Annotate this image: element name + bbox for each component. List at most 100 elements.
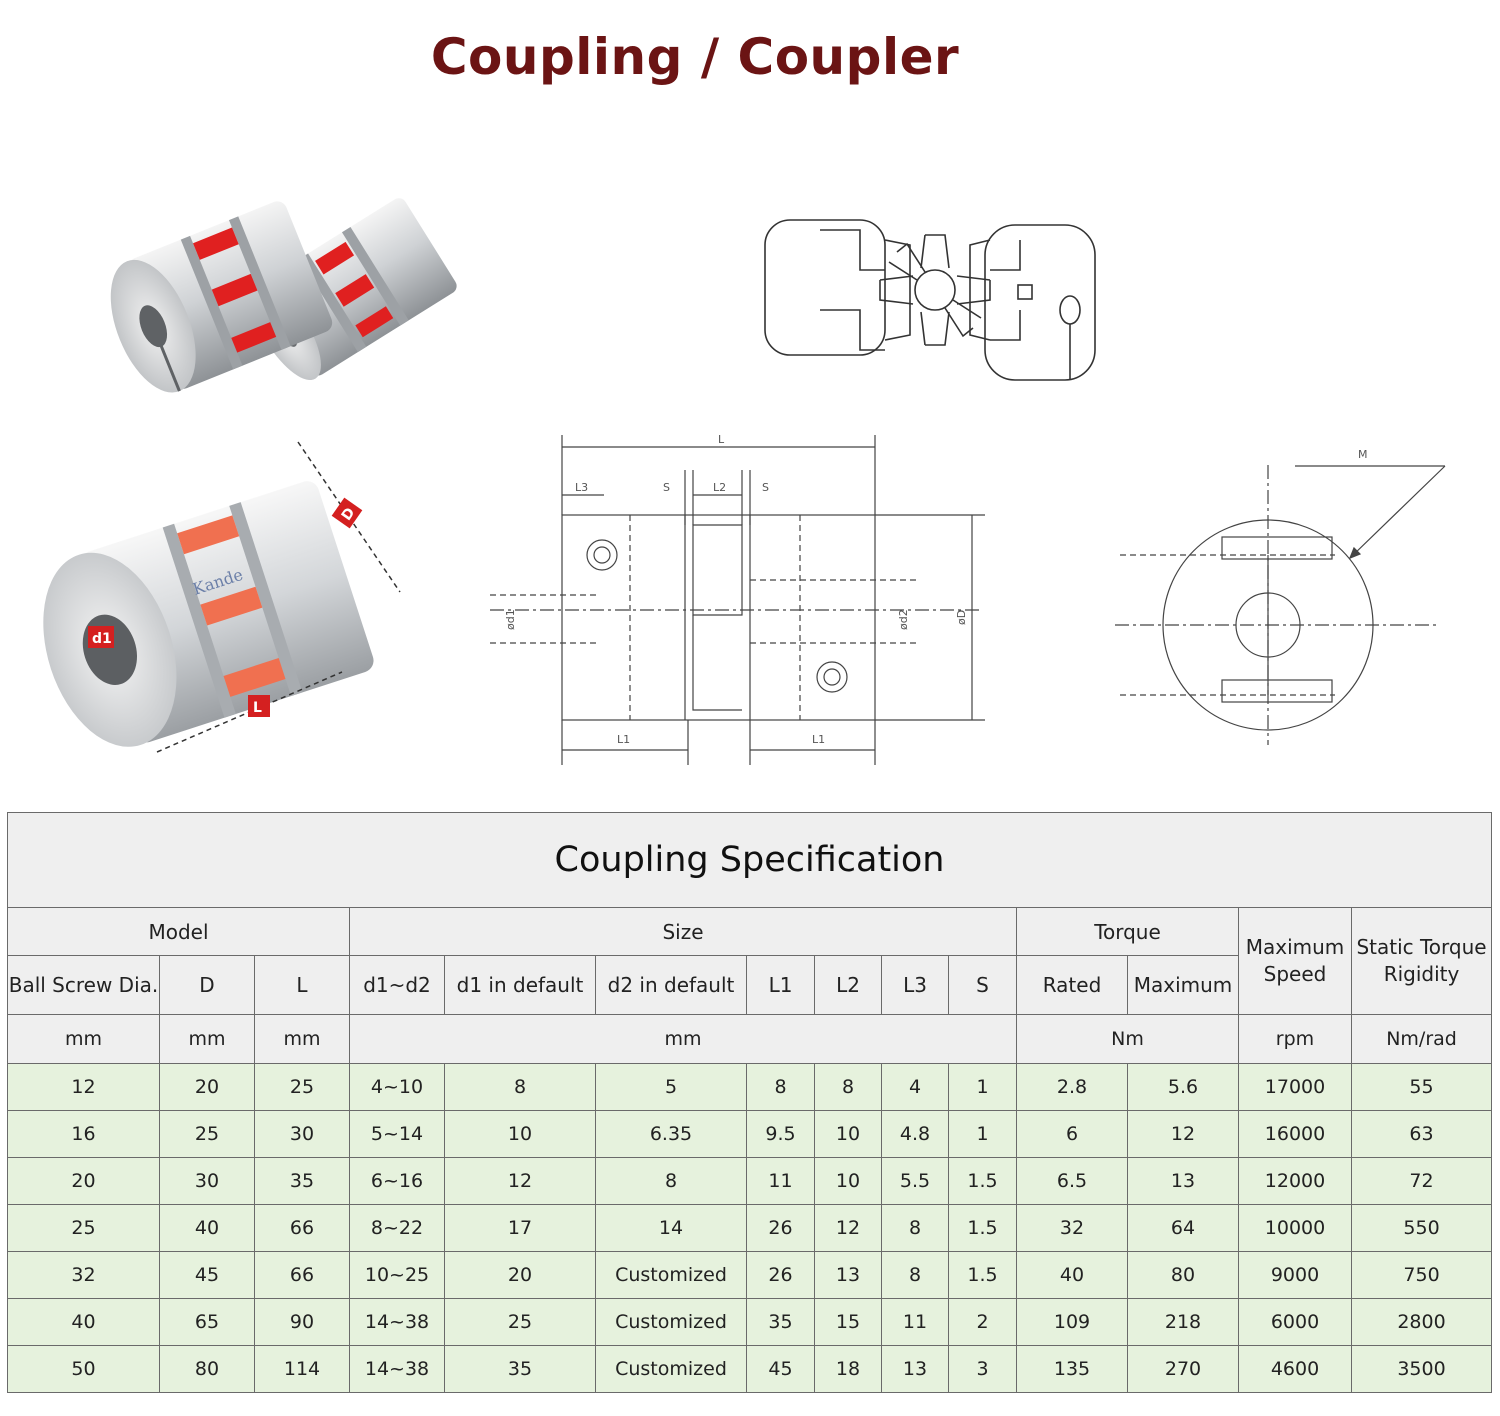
table-cell: 66 [254,1204,350,1252]
table-cell: 1 [948,1110,1017,1158]
table-cell: 25 [159,1110,255,1158]
table-cell: 5.5 [881,1157,949,1205]
unit-torque: Nm [1016,1014,1239,1064]
dim-S-right: S [762,481,769,494]
L-label: L [253,700,262,716]
unit-rigidity: Nm/rad [1350,1014,1493,1064]
dim-M: M [1358,448,1368,461]
table-cell: 14~38 [349,1298,445,1346]
table-cell: 16000 [1238,1110,1352,1158]
table-cell: 4.8 [881,1110,949,1158]
header-model: Model [7,907,350,956]
table-cell: 10 [814,1110,882,1158]
col-L1: L1 [746,955,815,1015]
table-cell: 12 [1127,1110,1239,1158]
D-badge [331,497,363,529]
table-cell: 14~38 [349,1345,445,1393]
table-cell: 10~25 [349,1251,445,1299]
table-cell: 35 [746,1298,815,1346]
coupling-dimension-photo: Kande d1 D L [43,441,401,753]
d1-badge [88,626,114,648]
unit-D: mm [159,1014,255,1064]
table-cell: 32 [7,1251,160,1299]
table-cell: 5~14 [349,1110,445,1158]
table-cell: 40 [7,1298,160,1346]
table-cell: 5.6 [1127,1063,1239,1111]
table-cell: 12 [7,1063,160,1111]
table-cell: 12 [444,1157,596,1205]
dim-S-left: S [663,481,670,494]
unit-ball-screw: mm [7,1014,160,1064]
table-cell: 8~22 [349,1204,445,1252]
spec-table-caption: Coupling Specification [6,812,1493,908]
table-cell: 9000 [1238,1251,1352,1299]
table-cell: 10 [444,1110,596,1158]
col-D: D [159,955,255,1015]
header-torque: Torque [1016,907,1239,956]
header-max-speed: Maximum Speed [1238,907,1352,1015]
table-cell: 25 [7,1204,160,1252]
table-cell: 10000 [1238,1204,1352,1252]
table-cell: 64 [1127,1204,1239,1252]
page-title: Coupling / Coupler [430,28,960,86]
L-badge [248,695,270,717]
unit-L: mm [254,1014,350,1064]
table-cell: 4600 [1238,1345,1352,1393]
col-d2-default: d2 in default [595,955,747,1015]
table-cell: 12000 [1238,1157,1352,1205]
table-cell: 13 [1127,1157,1239,1205]
table-cell: 9.5 [746,1110,815,1158]
table-cell: 55 [1350,1063,1493,1111]
dim-L: L [718,433,725,446]
table-cell: 550 [1350,1204,1493,1252]
dim-d2: ød2 [897,609,910,630]
table-cell: 2 [948,1298,1017,1346]
table-cell: 6.35 [595,1110,747,1158]
table-cell: Customized [595,1298,747,1346]
table-cell: 1 [948,1063,1017,1111]
table-cell: 26 [746,1204,815,1252]
table-cell: 26 [746,1251,815,1299]
end-view-drawing: M [1115,448,1446,745]
table-cell: 2.8 [1016,1063,1128,1111]
d1-label: d1 [92,631,112,647]
table-cell: 1.5 [948,1204,1017,1252]
table-cell: 35 [444,1345,596,1393]
table-cell: 8 [746,1063,815,1111]
table-cell: 80 [159,1345,255,1393]
col-S: S [948,955,1017,1015]
table-cell: 750 [1350,1251,1493,1299]
table-cell: 20 [444,1251,596,1299]
dim-L1-right: L1 [812,733,825,746]
dim-L2: L2 [713,481,726,494]
col-d1-default: d1 in default [444,955,596,1015]
dim-D: øD [955,610,968,625]
table-cell: 50 [7,1345,160,1393]
table-cell: 45 [159,1251,255,1299]
table-cell: 218 [1127,1298,1239,1346]
table-cell: 1.5 [948,1251,1017,1299]
table-cell: 40 [159,1204,255,1252]
table-cell: 30 [159,1157,255,1205]
table-cell: 1.5 [948,1157,1017,1205]
table-cell: 8 [881,1204,949,1252]
table-cell: 35 [254,1157,350,1205]
side-view-drawing: L L3 S L2 S ød1 ød2 øD L1 L1 [490,433,985,765]
table-cell: 72 [1350,1157,1493,1205]
unit-size: mm [349,1014,1017,1064]
table-cell: 25 [254,1063,350,1111]
table-cell: 66 [254,1251,350,1299]
table-cell: 6~16 [349,1157,445,1205]
table-cell: 6000 [1238,1298,1352,1346]
table-cell: 15 [814,1298,882,1346]
dim-L3: L3 [575,481,588,494]
table-cell: 20 [159,1063,255,1111]
table-cell: 20 [7,1157,160,1205]
coupling-pair-photo [110,198,457,393]
table-cell: 17000 [1238,1063,1352,1111]
